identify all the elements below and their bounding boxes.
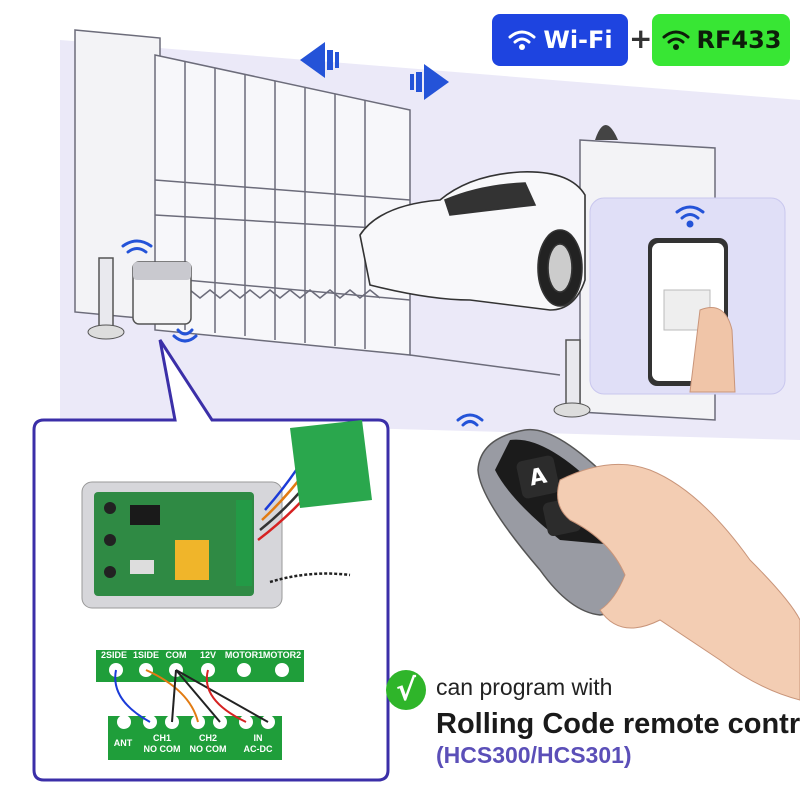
rf433-badge: RF433 bbox=[652, 14, 790, 66]
terminal-label-2side: 2SIDE bbox=[100, 650, 127, 660]
caption-line-3: (HCS300/HCS301) bbox=[436, 742, 632, 768]
remote-button-a: A bbox=[527, 463, 549, 491]
terminal-block-photo bbox=[290, 420, 372, 508]
terminal-label-ch1: CH1 bbox=[152, 733, 171, 743]
receiver-board-icon bbox=[81, 481, 283, 609]
wifi-badge: Wi-Fi bbox=[492, 14, 628, 66]
wifi-label: Wi-Fi bbox=[543, 26, 613, 54]
terminal-label-motor1: MOTOR1 bbox=[224, 650, 264, 660]
terminal-label-motor2: MOTOR2 bbox=[262, 650, 302, 660]
rf433-label: RF433 bbox=[696, 26, 782, 54]
terminal-label-ch2: CH2 bbox=[198, 733, 217, 743]
terminal-label-ant: ANT bbox=[113, 738, 133, 748]
photocell-right bbox=[553, 339, 591, 418]
gate-motor-icon bbox=[132, 261, 192, 325]
gate-icon bbox=[154, 54, 561, 376]
arrow-right-icon bbox=[410, 64, 449, 100]
arrow-left-icon bbox=[300, 42, 339, 78]
terminal-label-12v: 12V bbox=[199, 650, 216, 660]
terminal-label-ch1-sub: NO COM bbox=[143, 744, 181, 754]
caption-line-2: Rolling Code remote control bbox=[436, 708, 800, 740]
signal-icon bbox=[121, 239, 484, 427]
check-icon: √ bbox=[386, 670, 426, 710]
terminal-label-com: COM bbox=[165, 650, 187, 660]
photocell-left bbox=[87, 257, 125, 340]
wifi-icon bbox=[508, 30, 536, 50]
terminal-strip-bottom bbox=[108, 715, 282, 760]
terminal-label-1side: 1SIDE bbox=[132, 650, 159, 660]
hand-icon bbox=[557, 463, 800, 701]
terminal-label-ch2-sub: NO COM bbox=[189, 744, 227, 754]
wifi-icon bbox=[662, 30, 689, 50]
terminal-label-in-sub: AC-DC bbox=[243, 744, 273, 754]
caption-line-1: can program with bbox=[436, 674, 613, 700]
terminal-label-in: IN bbox=[253, 733, 263, 743]
plus-sign: + bbox=[629, 22, 653, 55]
car-icon bbox=[359, 171, 586, 311]
terminal-strip-top bbox=[96, 650, 304, 682]
smartphone-icon bbox=[589, 197, 786, 395]
